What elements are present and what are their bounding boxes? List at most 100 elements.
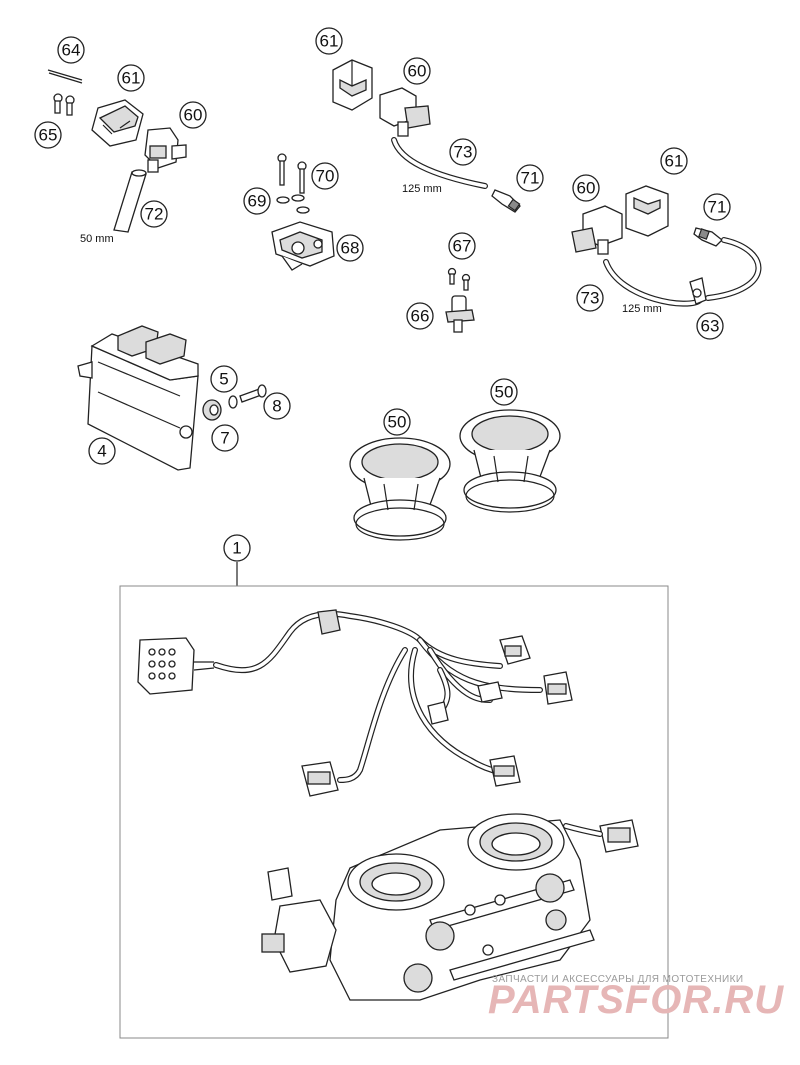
svg-text:60: 60 <box>577 179 596 198</box>
watermark-brand: PARTSFOR.RU <box>488 978 784 1022</box>
harness-connector <box>301 761 339 797</box>
callout-66: 66 <box>406 302 434 330</box>
callout-64: 64 <box>57 36 85 64</box>
svg-text:63: 63 <box>701 317 720 336</box>
svg-text:60: 60 <box>184 106 203 125</box>
svg-text:66: 66 <box>411 307 430 326</box>
callout-7: 7 <box>211 424 239 452</box>
callout-63: 63 <box>696 312 724 340</box>
svg-text:71: 71 <box>521 169 540 188</box>
part-61-cap <box>91 99 144 147</box>
callout-50: 50 <box>383 408 411 436</box>
part-60-sensor <box>571 205 623 255</box>
harness-connector <box>499 635 531 665</box>
callout-60: 60 <box>572 174 600 202</box>
part-71-fitting <box>693 227 723 247</box>
harness-connector <box>543 671 573 705</box>
svg-text:73: 73 <box>454 143 473 162</box>
part-69-washers <box>276 194 310 214</box>
sensor-group-right: 125 mm <box>571 185 762 315</box>
callout-4: 4 <box>88 437 116 465</box>
dimension-50mm: 50 mm <box>80 233 114 245</box>
svg-text:60: 60 <box>408 62 427 81</box>
part-60-sensor <box>144 127 187 173</box>
part-8-bolt <box>239 384 267 403</box>
part-67-screws <box>447 267 471 291</box>
part-72-hose <box>113 169 147 233</box>
callout-67: 67 <box>448 232 476 260</box>
harness-connector <box>477 681 503 703</box>
sensor-66-67 <box>445 267 475 333</box>
wiring-harness <box>137 609 573 797</box>
svg-text:73: 73 <box>581 289 600 308</box>
part-71-fitting <box>491 189 521 213</box>
callout-8: 8 <box>263 392 291 420</box>
svg-text:61: 61 <box>122 69 141 88</box>
svg-text:69: 69 <box>248 192 267 211</box>
svg-text:70: 70 <box>316 167 335 186</box>
callout-5: 5 <box>210 365 238 393</box>
part-4-ecu <box>77 325 199 471</box>
callout-72: 72 <box>140 200 168 228</box>
watermark-tagline: ЗАПЧАСТИ И АКСЕССУАРЫ ДЛЯ МОТОТЕХНИКИ <box>492 974 743 985</box>
svg-text:67: 67 <box>453 237 472 256</box>
svg-text:8: 8 <box>272 397 281 416</box>
callout-73: 73 <box>576 284 604 312</box>
svg-text:61: 61 <box>665 152 684 171</box>
callout-61: 61 <box>660 147 688 175</box>
callout-1: 1 <box>223 534 251 562</box>
svg-text:71: 71 <box>708 198 727 217</box>
ecu-group <box>77 325 267 471</box>
callout-60: 60 <box>179 101 207 129</box>
mounting-hardware <box>271 153 335 271</box>
sensor-group-left: 50 mm <box>47 69 187 245</box>
callout-61: 61 <box>315 27 343 55</box>
svg-text:50: 50 <box>495 383 514 402</box>
svg-text:5: 5 <box>219 370 228 389</box>
svg-text:4: 4 <box>97 442 106 461</box>
part-70-screws <box>277 153 307 194</box>
dimension-125mm-b: 125 mm <box>622 303 662 315</box>
part-63-clamp <box>689 277 707 305</box>
svg-text:50: 50 <box>388 413 407 432</box>
svg-text:72: 72 <box>145 205 164 224</box>
callout-65: 65 <box>34 121 62 149</box>
part-66-sensor <box>445 295 475 333</box>
callout-70: 70 <box>311 162 339 190</box>
callout-68: 68 <box>336 234 364 262</box>
svg-text:65: 65 <box>39 126 58 145</box>
part-7-washer <box>228 395 238 409</box>
svg-text:7: 7 <box>220 429 229 448</box>
harness-connector <box>427 701 449 725</box>
svg-text:61: 61 <box>320 32 339 51</box>
callout-61: 61 <box>117 64 145 92</box>
harness-main-connector <box>137 637 215 695</box>
part-61-cap <box>332 59 373 111</box>
callout-73: 73 <box>449 138 477 166</box>
part-64-pin <box>47 69 83 84</box>
part-50-boot-right <box>459 409 561 513</box>
throttle-bore-left <box>347 853 445 911</box>
part-50-boot-left <box>349 437 451 541</box>
part-68-bracket <box>271 221 335 271</box>
svg-text:68: 68 <box>341 239 360 258</box>
assembly-1-frame <box>119 562 669 1039</box>
callout-71: 71 <box>703 193 731 221</box>
callout-60: 60 <box>403 57 431 85</box>
callout-50: 50 <box>490 378 518 406</box>
dimension-125mm-a: 125 mm <box>402 183 442 195</box>
part-61-cap <box>625 185 669 237</box>
throttle-bore-right <box>467 813 565 871</box>
sensor-group-middle: 125 mm <box>332 59 521 213</box>
throttle-body <box>261 813 639 1001</box>
intake-boots <box>349 409 561 541</box>
callout-71: 71 <box>516 164 544 192</box>
part-5-grommet <box>202 399 222 421</box>
part-73-hose <box>603 237 762 307</box>
part-60-sensor <box>379 87 431 137</box>
svg-text:1: 1 <box>232 539 241 558</box>
callouts: 64 61 60 65 72 61 60 73 71 70 69 68 67 6… <box>34 27 731 562</box>
part-73-hose <box>391 137 488 189</box>
callout-69: 69 <box>243 187 271 215</box>
